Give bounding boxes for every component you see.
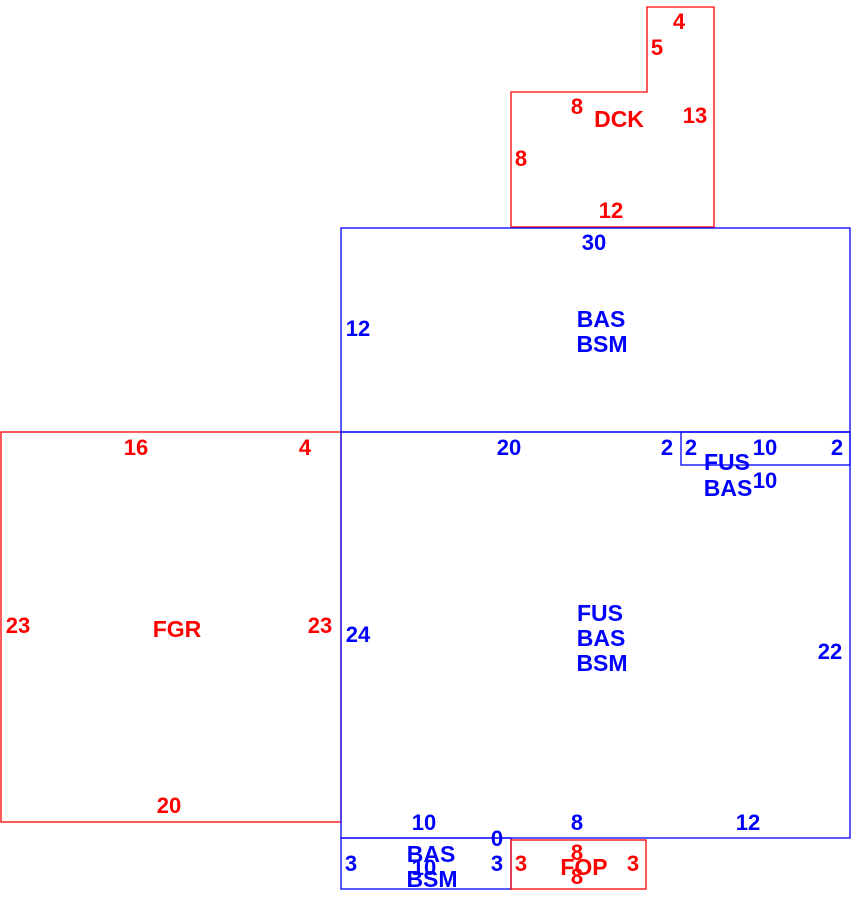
dck-dim-bottom: 12	[599, 198, 623, 223]
fop-dim-top: 8	[571, 840, 583, 865]
main-dim-bottom-c: 12	[736, 810, 760, 835]
fop-outline	[510, 839, 647, 890]
fgr-area: 16 4 23 23 FGR 20	[0, 431, 342, 823]
dck-code-label: DCK	[594, 106, 644, 132]
small-dim-right: 2	[831, 435, 843, 460]
main-dim-right: 22	[818, 639, 842, 664]
small-area: 2 10 2 FUS 10 BAS	[680, 431, 851, 501]
small-code-label-1: FUS	[704, 449, 750, 475]
lower-dim-left: 3	[345, 851, 357, 876]
main-code-label-3: BSM	[576, 650, 627, 676]
small-code-label-2: BAS	[704, 475, 753, 501]
lower-dim-right: 3	[491, 851, 503, 876]
fop-area: 3 3 8 8 FOP	[510, 839, 647, 890]
dck-dim-right: 13	[683, 103, 707, 128]
small-dim-top: 10	[753, 435, 777, 460]
upper-code-label-1: BAS	[577, 306, 626, 332]
fgr-dim-bottom: 20	[157, 793, 181, 818]
upper-dim-left: 12	[346, 316, 370, 341]
fgr-dim-right: 23	[308, 613, 332, 638]
fop-dim-right: 3	[627, 851, 639, 876]
fop-dim-left: 3	[515, 851, 527, 876]
lower-code-label-1: BAS	[407, 841, 456, 867]
small-outline	[680, 431, 851, 466]
dck-outline	[510, 6, 715, 228]
dck-dim-inner-vertical: 5	[651, 35, 663, 60]
small-dim-bottom: 10	[753, 468, 777, 493]
dck-area: DCK 4 5 8 13 8 12	[510, 6, 715, 228]
main-dim-bottom-a: 10	[412, 810, 436, 835]
main-code-label-1: FUS	[577, 600, 623, 626]
dck-dim-top: 4	[673, 9, 686, 34]
dck-dim-left: 8	[515, 146, 527, 171]
upper-dim-top: 30	[582, 230, 606, 255]
upper-area: 30 12 BAS BSM	[340, 227, 851, 433]
small-dim-left: 2	[685, 435, 697, 460]
main-outline	[340, 431, 851, 839]
dck-dim-inner-horizontal: 8	[571, 94, 583, 119]
main-code-label-2: BAS	[577, 625, 626, 651]
fop-dim-bottom: 8	[571, 864, 583, 889]
fgr-dim-left: 23	[6, 613, 30, 638]
upper-code-label-2: BSM	[576, 331, 627, 357]
lower-overlap-label: 10	[412, 855, 436, 880]
main-area: 20 2 24 22 FUS BAS BSM 10 8 12 0	[340, 431, 851, 851]
main-dim-step: 2	[661, 435, 673, 460]
main-dim-bottom-b: 8	[571, 810, 583, 835]
lower-area: 3 3 10 BAS BSM	[340, 837, 512, 892]
fop-code-label: FOP	[560, 854, 607, 880]
lower-code-label-2: BSM	[406, 866, 457, 892]
main-dim-left: 24	[346, 622, 371, 647]
main-dim-top: 20	[497, 435, 521, 460]
fgr-code-label: FGR	[153, 616, 202, 642]
fgr-dim-top-b: 4	[299, 435, 312, 460]
fgr-dim-top-a: 16	[124, 435, 148, 460]
